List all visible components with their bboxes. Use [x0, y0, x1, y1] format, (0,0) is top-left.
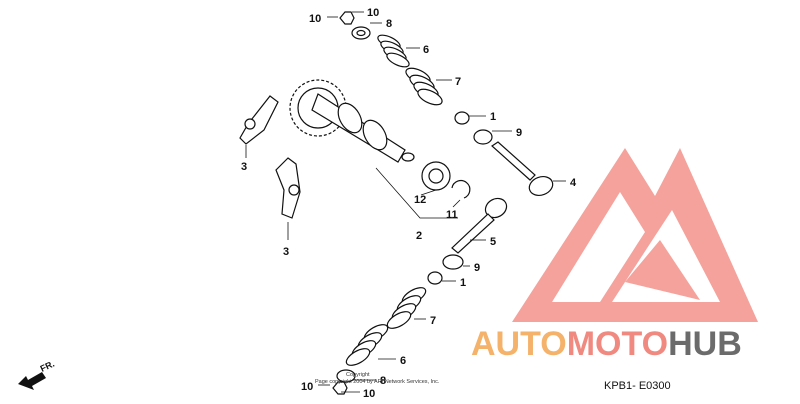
callout-9-mid: 9: [474, 262, 480, 274]
callout-12: 12: [414, 194, 426, 206]
diagram-code: KPB1- E0300: [604, 380, 671, 392]
callout-10-top-a: 10: [309, 13, 321, 25]
callout-6-top: 6: [423, 44, 429, 56]
clip-11: [451, 180, 471, 199]
valve-4: [491, 141, 554, 197]
rocker-arm-lower: [275, 157, 301, 219]
watermark-logo-icon: [512, 148, 758, 322]
watermark-text: AUTOMOTOHUB: [471, 325, 742, 363]
callout-1-top: 1: [490, 111, 496, 123]
callout-7-bot: 7: [430, 315, 436, 327]
callout-4: 4: [570, 177, 577, 189]
valve-5: [451, 197, 508, 254]
top-valve-stack: [339, 11, 493, 145]
callout-5: 5: [490, 236, 496, 248]
callout-10-top-b: 10: [367, 7, 379, 19]
watermark-hub: HUB: [668, 325, 742, 363]
lower-retainer-8: [336, 369, 356, 383]
callout-11: 11: [446, 209, 458, 221]
top-nut-10: [339, 11, 355, 25]
callout-8-top: 8: [386, 18, 392, 30]
front-direction-arrow-icon: [18, 372, 46, 390]
callout-3-lower: 3: [283, 246, 289, 258]
leader-lines: [245, 11, 566, 393]
callout-3-upper: 3: [241, 161, 247, 173]
callout-7-top: 7: [455, 76, 461, 88]
top-seat-9: [473, 129, 493, 145]
top-retainer-8-inner: [356, 29, 366, 37]
watermark-auto: AUTO: [471, 325, 567, 363]
copyright-line-2: Page copyright 2004 by ARI Network Servi…: [315, 379, 440, 385]
lower-valve-stack: [332, 254, 464, 395]
callout-9-top: 9: [516, 127, 522, 139]
lower-spring-6: [345, 324, 389, 366]
top-seal-1: [454, 111, 470, 125]
callout-10-bot-a: 10: [301, 381, 313, 393]
camshaft: [289, 79, 415, 163]
lower-seal-1: [427, 271, 443, 285]
copyright-line-1: Copyright: [346, 372, 370, 378]
lower-seat-9: [442, 254, 464, 270]
top-spring-6: [377, 34, 410, 68]
bearing-12: [421, 161, 451, 191]
callout-8-bot: 8: [380, 375, 386, 387]
top-spring-7: [405, 67, 443, 106]
watermark-moto: MOTO: [567, 325, 668, 363]
lower-spring-7: [386, 287, 427, 329]
callout-2: 2: [416, 230, 422, 242]
callout-10-bot-b: 10: [363, 388, 375, 400]
callout-6-bot: 6: [400, 355, 406, 367]
lower-nut-10: [332, 381, 348, 395]
direction-label: FR.: [39, 359, 56, 374]
callout-1-mid: 1: [460, 277, 466, 289]
rocker-arm-upper: [239, 95, 279, 145]
